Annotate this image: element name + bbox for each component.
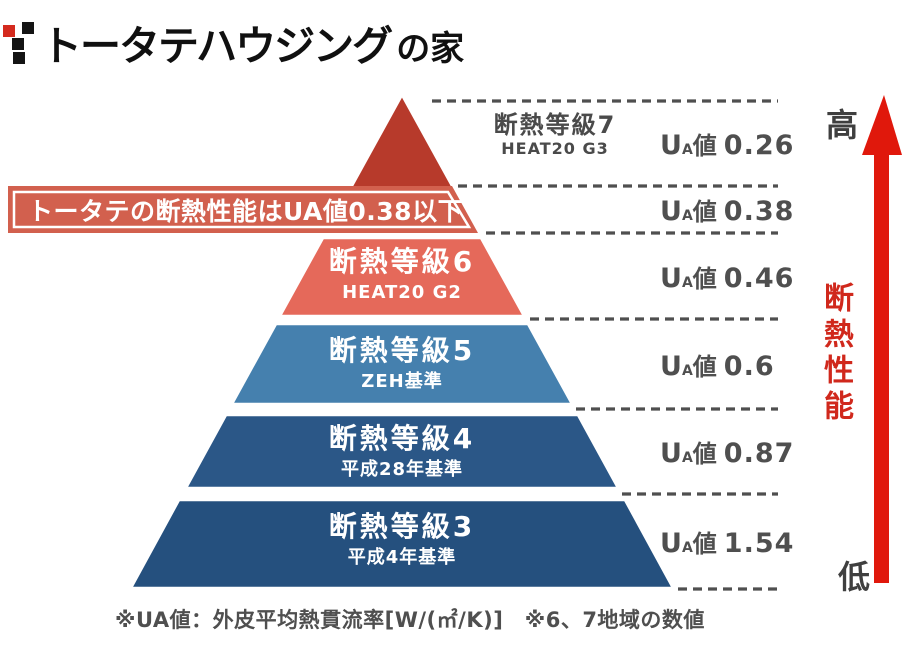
level-5-standard: ZEH基準 [361,370,443,392]
level-5-shape [229,322,575,406]
level-5-label: 断熱等級5 ZEH基準 [252,334,552,392]
level-4-shape [183,413,621,490]
level-6-shape [277,236,527,318]
logo-square-red [3,25,15,37]
brand-logo: トータテハウジング の家 [3,10,464,68]
highlight-banner-inner-border [12,190,472,229]
level-6-standard: HEAT20 G2 [342,281,462,303]
brand-logo-text: トータテハウジング [41,21,393,70]
ua-subscript: A [681,450,693,466]
level-4-grade: 断熱等級4 [328,422,476,455]
level-6-label: 断熱等級6 HEAT20 G2 [252,245,552,303]
ua-unit: 値 [692,132,717,160]
level-4-label: 断熱等級4 平成28年基準 [252,422,552,480]
ua-value: 0.87 [723,438,795,469]
ua-unit: 値 [692,353,717,381]
performance-arrow-shaft [874,148,889,583]
axis-high-label: 高 [826,106,859,144]
ua-symbol: U [660,351,682,382]
highlight-banner-shape [8,186,478,233]
level-6-grade: 断熱等級6 [328,245,476,278]
ua-value: 0.6 [723,351,775,382]
ua-value: 0.26 [723,130,795,161]
ua-subscript: A [681,540,693,556]
ua-subscript: A [681,363,693,379]
ua-subscript: A [681,208,693,224]
performance-arrow-head [862,95,902,155]
axis-low-label: 低 [838,558,871,596]
ua-subscript: A [681,142,693,158]
ua-unit: 値 [692,440,717,468]
logo-square-black-1 [22,22,34,34]
level-5-grade: 断熱等級5 [328,334,476,367]
ua-symbol: U [660,528,682,559]
level-3-label: 断熱等級3 平成4年基準 [252,510,552,568]
ua-subscript: A [681,275,693,291]
ua-symbol: U [660,196,682,227]
ua-symbol: U [660,438,682,469]
ua-symbol: U [660,263,682,294]
footnote-text: ※UA値：外皮平均熱貫流率[W/(㎡/K)] ※6、7地域の数値 [115,608,705,632]
level-7-standard: HEAT20 G3 [501,139,609,159]
brand-logo-mark [3,10,41,68]
ua-symbol: U [660,130,682,161]
ua-unit: 値 [692,530,717,558]
level-3-standard: 平成4年基準 [347,546,457,568]
logo-square-black-2 [12,38,24,50]
ua-unit: 値 [692,198,717,226]
level-7-label: 断熱等級7 HEAT20 G3 [470,112,640,158]
ua-value: 0.38 [723,196,795,227]
banner-label: トータテの断熱性能はUA値0.38以下 [28,196,464,226]
ua-value: 0.46 [723,263,795,294]
axis-performance-label: 断熱性能 [818,282,853,426]
logo-square-black-3 [13,52,25,64]
level-3-shape [128,498,676,590]
level-7-grade: 断熱等級7 [493,111,617,139]
level-4-standard: 平成28年基準 [340,458,464,480]
brand-logo-suffix: の家 [396,28,465,69]
ua-unit: 値 [692,265,717,293]
level-3-grade: 断熱等級3 [328,510,476,543]
ua-value: 1.54 [723,528,795,559]
